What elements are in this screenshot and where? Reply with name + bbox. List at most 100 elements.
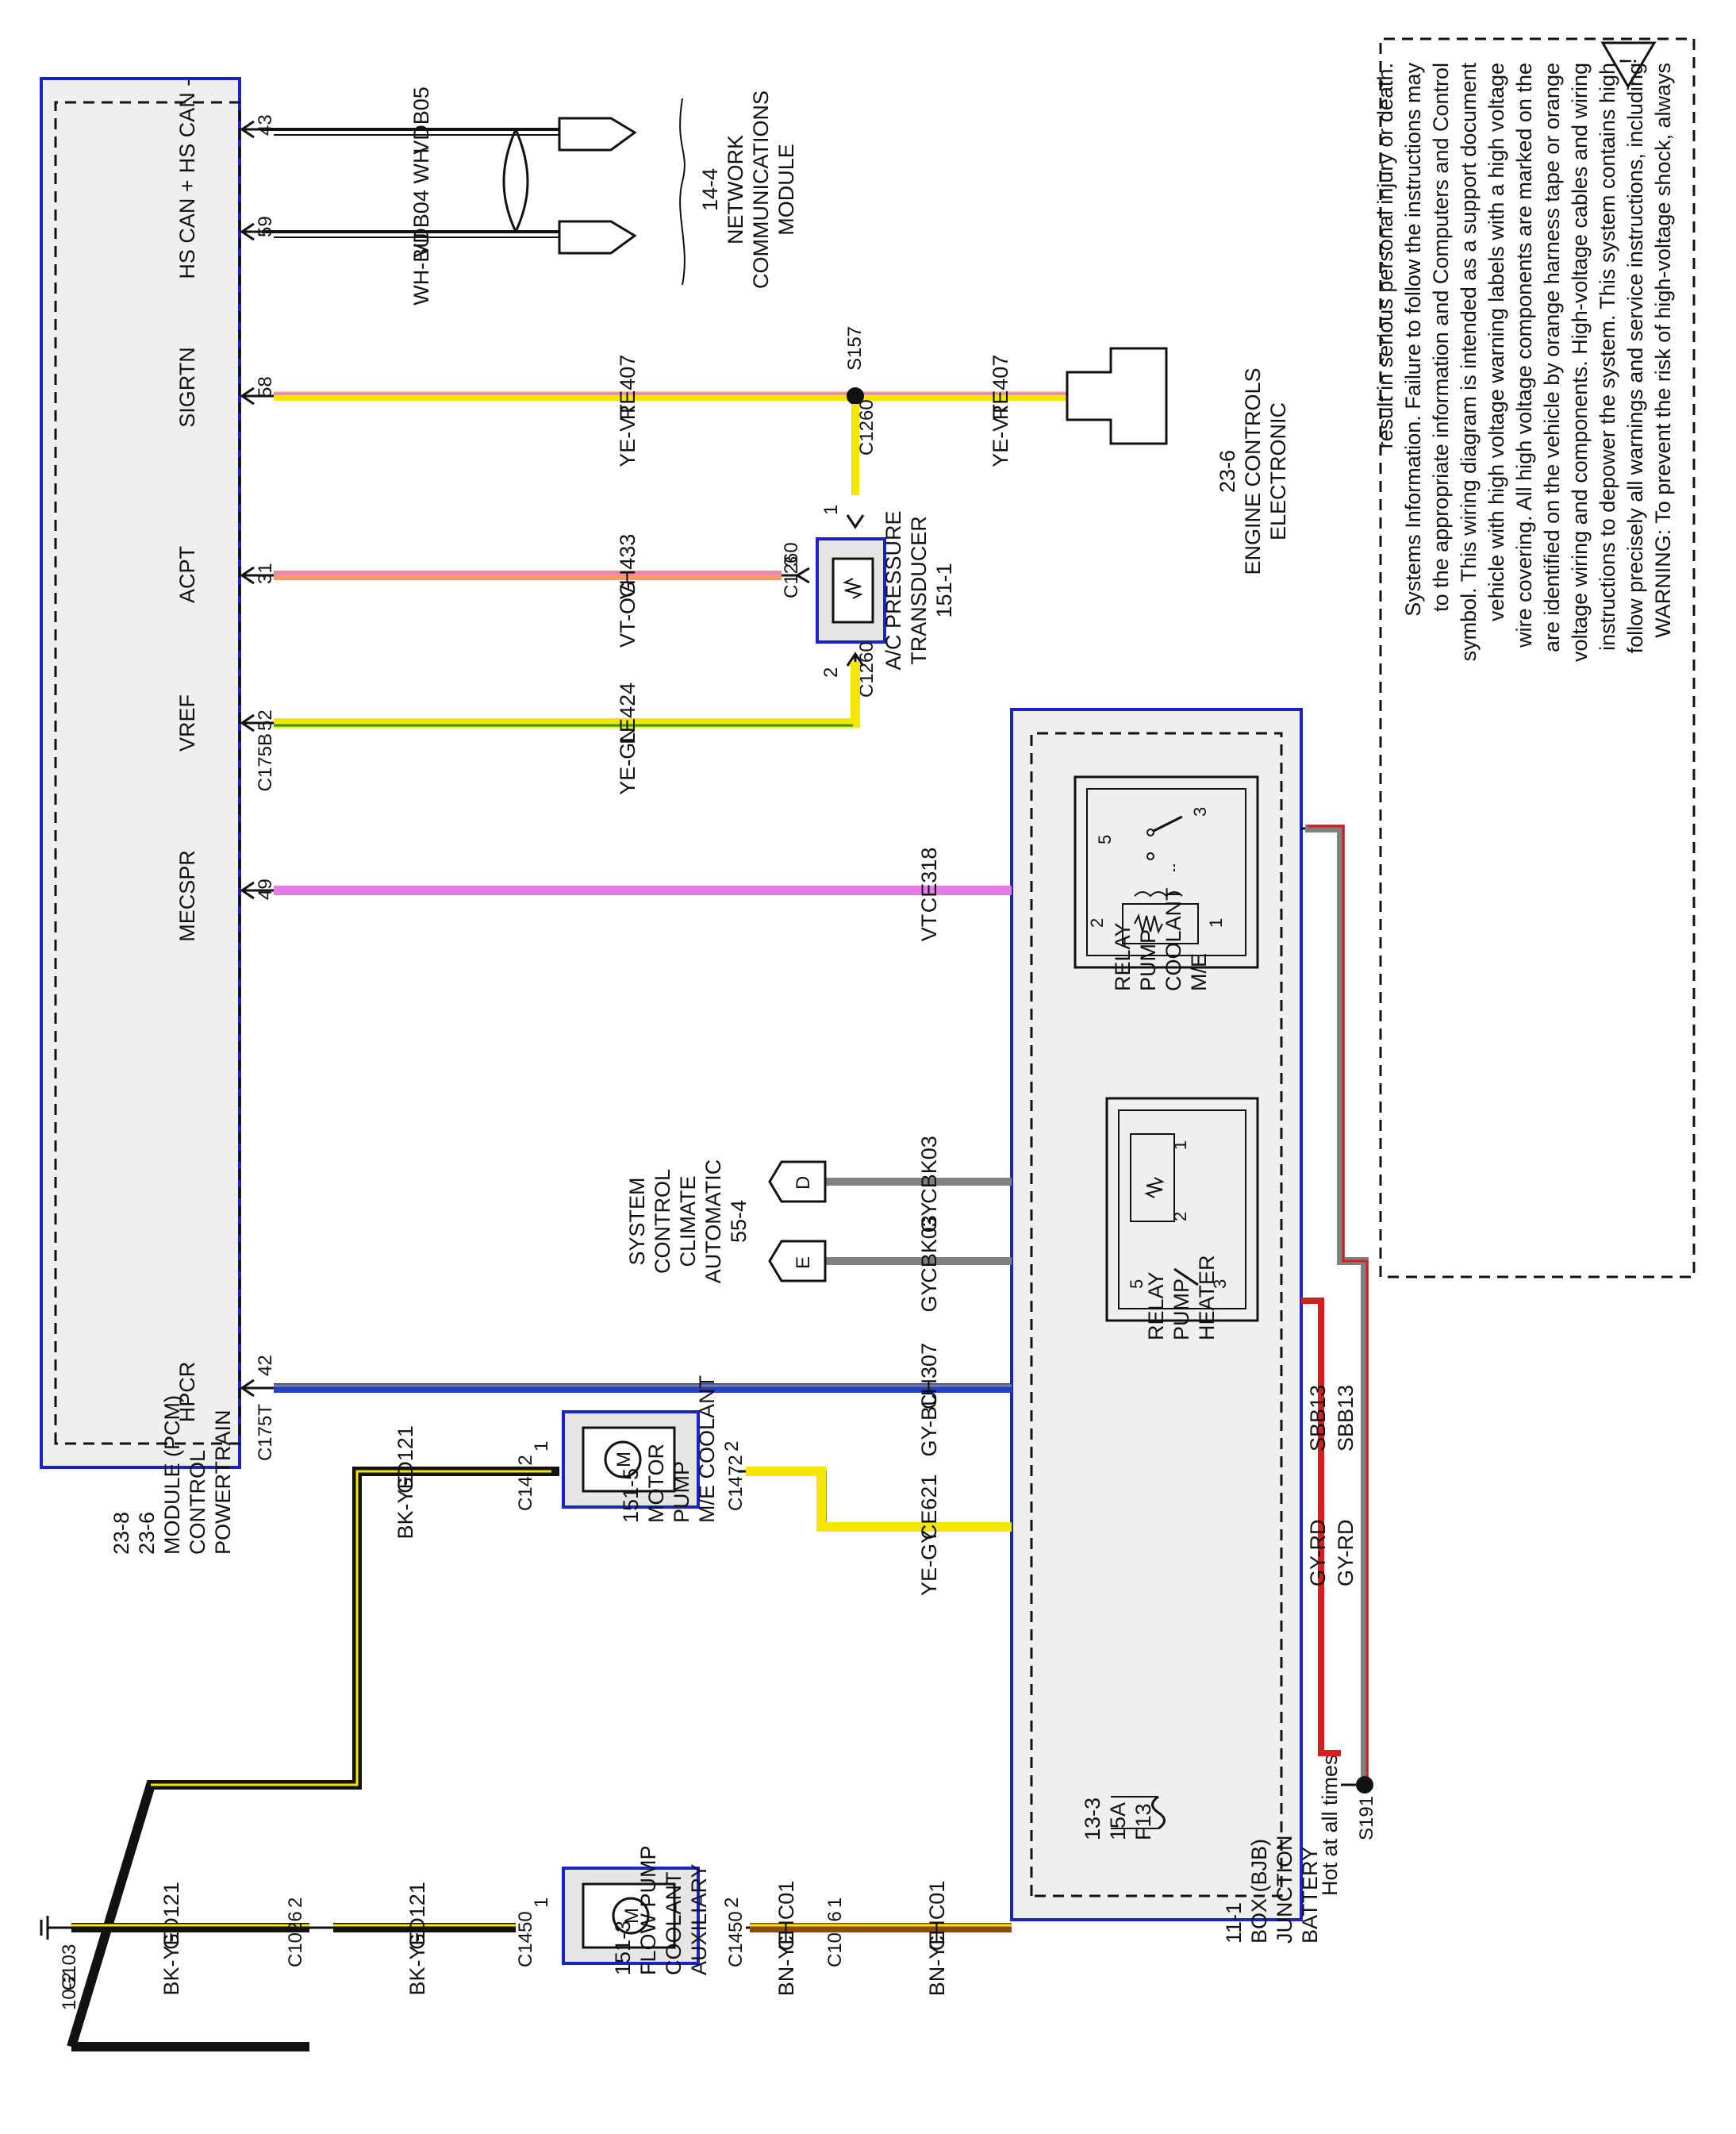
svg-text:15A: 15A: [1106, 1802, 1130, 1840]
svg-text:HS CAN -: HS CAN -: [175, 79, 199, 174]
me-pump-motor: M M/E COOLANT PUMP MOTOR 151-5 1 2 C1472…: [515, 1375, 747, 1523]
wire-vh433: VH433 VT-OG: [262, 534, 797, 648]
module-comm-label: MODULE COMMUNICATIONS NETWORK 14-4: [698, 90, 798, 289]
svg-text:VREF: VREF: [175, 694, 199, 752]
svg-text:YE-GN: YE-GN: [616, 727, 639, 795]
svg-text:SIGRTN: SIGRTN: [175, 347, 199, 428]
svg-text:M: M: [621, 1908, 643, 1924]
svg-text:symbol. This wiring diagram is: symbol. This wiring diagram is intended …: [1457, 63, 1481, 662]
svg-text:BK-YE: BK-YE: [394, 1475, 417, 1539]
wire-re407: RE407 YE-VT RE407 YE-VT: [262, 355, 1067, 467]
svg-text:1: 1: [1170, 1140, 1190, 1150]
svg-text:2: 2: [820, 667, 842, 678]
svg-text:1: 1: [531, 1898, 552, 1908]
svg-text:1: 1: [824, 1898, 846, 1908]
svg-text:C1472: C1472: [725, 1455, 747, 1511]
svg-text:D: D: [793, 1176, 814, 1190]
svg-text:A/C PRESSURE: A/C PRESSURE: [881, 510, 905, 670]
warning-triangle-icon: !: [1600, 41, 1657, 89]
svg-text:BK-YE: BK-YE: [159, 1931, 183, 1995]
wire-vdb05: VDB05 WH: [262, 87, 559, 183]
svg-text:52: 52: [255, 709, 276, 731]
svg-text:3: 3: [1190, 807, 1210, 817]
svg-text:23-8: 23-8: [109, 1512, 133, 1555]
svg-text:ELECTRONIC: ELECTRONIC: [1266, 402, 1290, 540]
svg-text:MECSPR: MECSPR: [175, 850, 199, 942]
svg-text:VT: VT: [917, 914, 941, 942]
svg-text:GY-RD: GY-RD: [1334, 1519, 1358, 1586]
svg-text:SBB13: SBB13: [1334, 1385, 1358, 1452]
svg-text:VDB05: VDB05: [409, 87, 433, 155]
svg-text:C1450: C1450: [725, 1911, 747, 1967]
svg-text:31: 31: [255, 563, 276, 584]
svg-text:CBK03: CBK03: [917, 1136, 941, 1204]
svg-text:instructions to depower the sy: instructions to depower the system. This…: [1596, 63, 1619, 651]
svg-text:BN-YE: BN-YE: [925, 1931, 949, 1997]
svg-text:PUMP: PUMP: [1169, 1278, 1193, 1340]
svg-text:GY-BU: GY-BU: [917, 1390, 941, 1456]
svg-text:WARNING: To prevent the risk o: WARNING: To prevent the risk of high-vol…: [1651, 63, 1675, 638]
svg-text:follow precisely all warnings: follow precisely all warnings and servic…: [1623, 63, 1647, 653]
svg-text:11-1: 11-1: [1222, 1902, 1246, 1944]
svg-text:C1260: C1260: [856, 399, 878, 456]
twisted-pair-icon: [502, 129, 529, 233]
svg-text:VH433: VH433: [616, 534, 639, 600]
svg-text:CONTROL: CONTROL: [651, 1169, 674, 1274]
transducer-pins: 1 2 3 C1260 C1260 C1260: [781, 399, 878, 698]
warning-block: WARNING: To prevent the risk of high-vol…: [1373, 37, 1696, 1278]
svg-text:23-6: 23-6: [1216, 450, 1239, 493]
svg-text:CH307: CH307: [917, 1343, 941, 1409]
svg-text:1: 1: [820, 505, 842, 515]
aux-coolant-flow-pump: M AUXILIARY COOLANT FLOW PUMP 151-3 1 2 …: [515, 1845, 747, 1975]
svg-text:CE318: CE318: [917, 848, 941, 913]
svg-text:BK-YE: BK-YE: [405, 1931, 429, 1995]
svg-text:1: 1: [1206, 918, 1226, 928]
pcm-name: POWERTRAIN CONTROL MODULE (PCM) 23-6 23-…: [109, 1395, 235, 1555]
svg-text:CHC01: CHC01: [925, 1881, 949, 1951]
svg-text:ENGINE CONTROLS: ENGINE CONTROLS: [1241, 367, 1265, 575]
svg-text:G103: G103: [59, 1944, 80, 1991]
svg-text:!: !: [1615, 58, 1642, 64]
wire-ce621: CE621 YE-GY: [738, 1467, 1012, 1596]
svg-text:RE407: RE407: [989, 355, 1012, 421]
me-coolant-pump-relay: 3 5 1 2 M/E COOLANT PUMP RELAY: [1073, 775, 1259, 991]
connector-c175b: C175B: [255, 733, 276, 791]
svg-text:CONTROL: CONTROL: [186, 1450, 209, 1555]
svg-text:59: 59: [255, 216, 276, 237]
pcm-pin-numbers: 43 59 58 31 52 49 42: [255, 114, 276, 1376]
svg-text:AUXILIARY: AUXILIARY: [687, 1863, 711, 1975]
electronic-engine-label: ELECTRONIC ENGINE CONTROLS 23-6: [1216, 367, 1290, 575]
svg-text:2: 2: [285, 1898, 306, 1908]
svg-text:FLOW PUMP: FLOW PUMP: [636, 1845, 660, 1975]
wire-vdb04: VDB04 WH-BU: [262, 190, 559, 306]
svg-text:VT-OG: VT-OG: [616, 581, 639, 648]
svg-text:PUMP: PUMP: [1136, 929, 1160, 991]
svg-text:43: 43: [255, 114, 276, 136]
svg-text:1: 1: [531, 1441, 552, 1452]
svg-text:COOLANT: COOLANT: [662, 1871, 686, 1975]
svg-text:HS CAN +: HS CAN +: [175, 179, 199, 279]
svg-text:151-3: 151-3: [611, 1921, 635, 1975]
wire-gd121-bottom: GD121 BK-YE GD121 BK-YE: [71, 1882, 516, 2051]
svg-text:POWERTRAIN: POWERTRAIN: [211, 1409, 235, 1555]
svg-text:YE-VT: YE-VT: [616, 404, 639, 467]
svg-text:CBK03: CBK03: [917, 1215, 941, 1283]
svg-text:2: 2: [1170, 1212, 1190, 1221]
wire-gd121-a: GD121 BK-YE: [67, 1425, 559, 2048]
svg-text:TRANSDUCER: TRANSDUCER: [907, 516, 931, 665]
svg-text:S191: S191: [1356, 1796, 1377, 1840]
svg-text:C1026: C1026: [285, 1911, 306, 1967]
svg-text:M: M: [613, 1452, 635, 1467]
connector-c1026: C1026 2 1 C1026: [285, 1898, 846, 1967]
svg-text:CLIMATE: CLIMATE: [676, 1175, 700, 1267]
svg-text:COOLANT: COOLANT: [1162, 887, 1185, 991]
svg-text:M/E: M/E: [1187, 953, 1211, 991]
svg-text:C1260: C1260: [781, 542, 802, 598]
pcm-connector-chevrons: [240, 120, 262, 1398]
svg-text:BOX (BJB): BOX (BJB): [1247, 1839, 1271, 1944]
svg-text:151-1: 151-1: [932, 563, 956, 617]
svg-text:PUMP: PUMP: [670, 1461, 693, 1523]
wire-chc01: CHC01 BN-YE CHC01 BN-YE: [746, 1881, 1012, 1997]
svg-text:F13: F13: [1131, 1803, 1155, 1840]
svg-text:GD121: GD121: [405, 1882, 429, 1950]
